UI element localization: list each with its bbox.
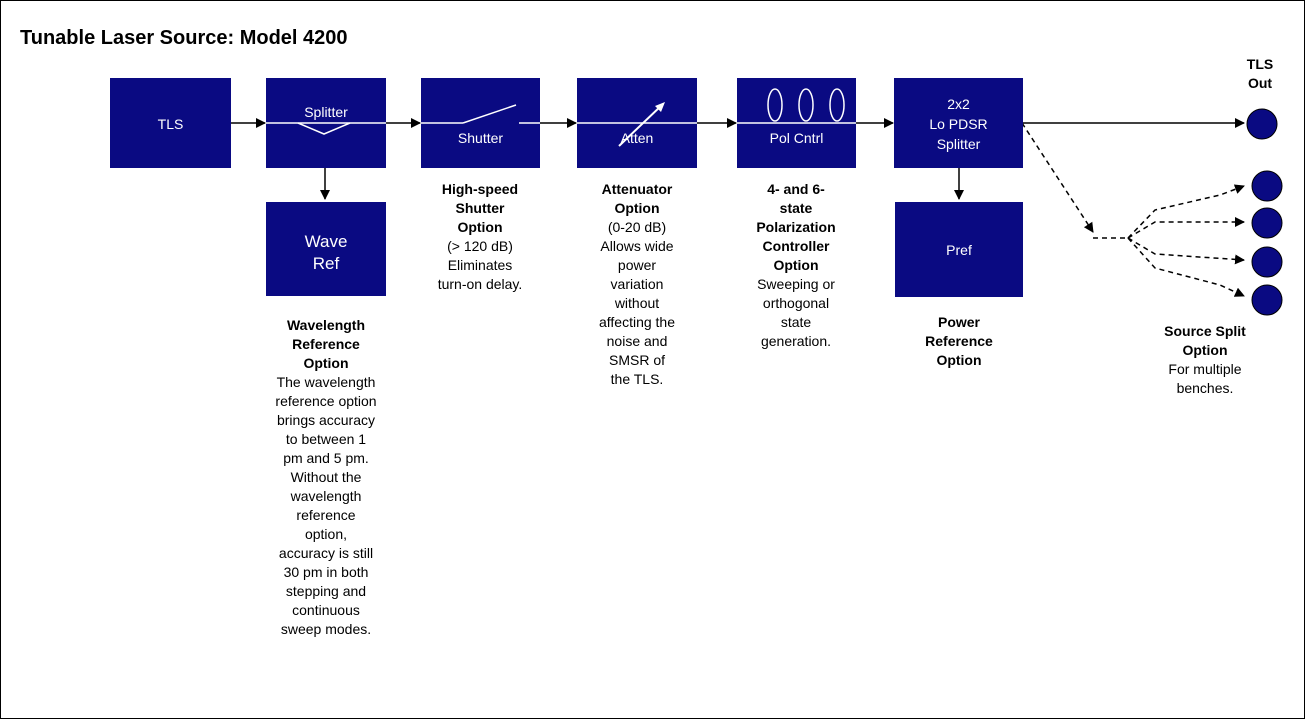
source-split-description: Source Split Option For multiple benches…	[1140, 322, 1270, 398]
dashed-split-branch-4	[1127, 237, 1245, 297]
desc-line: pm and 5 pm.	[283, 450, 369, 466]
desc-line: reference	[296, 507, 356, 523]
desc-heading: Option	[457, 219, 503, 235]
tls-out-port	[1246, 108, 1278, 140]
tls-block: TLS	[110, 78, 231, 168]
splitter-icon	[266, 122, 386, 135]
desc-line: noise and	[606, 333, 668, 349]
desc-line: Without the	[290, 469, 362, 485]
desc-heading: Reference	[925, 333, 993, 349]
dashed-split-branch-3	[1127, 237, 1245, 265]
split-out-port-3	[1251, 246, 1283, 278]
desc-line: 30 pm in both	[283, 564, 369, 580]
desc-line: continuous	[292, 602, 360, 618]
desc-heading: High-speed	[441, 181, 519, 197]
desc-heading: Reference	[292, 336, 360, 352]
pol-cntrl-block-label: Pol Cntrl	[769, 130, 824, 146]
wave-ref-line-2: Ref	[312, 254, 340, 273]
pol-cntrl-description: 4- and 6- state Polarization Controller …	[731, 180, 861, 351]
desc-line: turn-on delay.	[437, 276, 523, 292]
desc-heading: Controller	[762, 238, 830, 254]
desc-line: without	[614, 295, 660, 311]
desc-line: sweep modes.	[280, 621, 372, 637]
desc-heading: Source Split	[1164, 323, 1246, 339]
desc-line: option,	[304, 526, 348, 542]
tls-block-label: TLS	[157, 116, 184, 132]
splitter-block-label: Splitter	[304, 104, 348, 120]
dashed-split-branch-1	[1127, 184, 1245, 239]
desc-line: generation.	[760, 333, 832, 349]
splitter-block: Splitter	[266, 78, 386, 168]
desc-heading: 4- and 6-	[767, 181, 825, 197]
tls-out-line-2: Out	[1247, 75, 1273, 91]
desc-line: state	[780, 314, 812, 330]
dashed-split-branch-2	[1127, 217, 1245, 239]
desc-heading: Option	[614, 200, 660, 216]
shutter-block-label: Shutter	[457, 130, 504, 146]
desc-line: SMSR of	[608, 352, 665, 368]
shutter-block: Shutter	[421, 78, 540, 168]
shutter-description: High-speed Shutter Option (> 120 dB) Eli…	[415, 180, 545, 294]
desc-line: (0-20 dB)	[607, 219, 667, 235]
desc-line: affecting the	[598, 314, 676, 330]
atten-block: Atten	[577, 78, 697, 168]
desc-line: brings accuracy	[276, 412, 376, 428]
desc-line: variation	[610, 276, 664, 292]
desc-heading: Option	[773, 257, 819, 273]
desc-line: reference option	[275, 393, 377, 409]
desc-heading: Wavelength	[286, 317, 366, 333]
desc-heading: Shutter	[455, 200, 505, 216]
desc-line: Allows wide	[600, 238, 674, 254]
lo-pdsr-line-3: Splitter	[936, 136, 981, 152]
desc-line: Sweeping or	[757, 276, 835, 292]
pref-block-label: Pref	[946, 242, 972, 258]
lo-pdsr-line-1: 2x2	[947, 96, 970, 112]
desc-line: the TLS.	[610, 371, 664, 387]
lo-pdsr-splitter-block: 2x2 Lo PDSR Splitter	[894, 78, 1023, 168]
fiber-loops-icon	[737, 88, 856, 124]
wave-ref-line-1: Wave	[304, 232, 348, 251]
lo-pdsr-line-2: Lo PDSR	[929, 116, 988, 132]
atten-description: Attenuator Option (0-20 dB) Allows wide …	[572, 180, 702, 389]
atten-block-label: Atten	[620, 130, 654, 146]
desc-line: to between 1	[285, 431, 367, 447]
wave-ref-description: Wavelength Reference Option The waveleng…	[256, 316, 396, 639]
desc-heading: Power	[937, 314, 980, 330]
desc-line: orthogonal	[762, 295, 830, 311]
dashed-split-feed	[1021, 122, 1094, 233]
split-out-port-2	[1251, 207, 1283, 239]
wave-ref-block: Wave Ref	[266, 202, 386, 296]
desc-line: benches.	[1176, 380, 1234, 396]
desc-line: stepping and	[285, 583, 367, 599]
desc-heading: Polarization	[756, 219, 836, 235]
attenuator-icon	[577, 102, 697, 147]
power-ref-description: Power Reference Option	[894, 313, 1024, 370]
pol-cntrl-block: Pol Cntrl	[737, 78, 856, 168]
desc-heading: Option	[936, 352, 982, 368]
desc-line: power	[617, 257, 657, 273]
desc-line: For multiple	[1168, 361, 1242, 377]
desc-heading: Attenuator	[601, 181, 673, 197]
tls-out-line-1: TLS	[1246, 56, 1274, 72]
desc-heading: Option	[1182, 342, 1228, 358]
page-title: Tunable Laser Source: Model 4200	[20, 27, 348, 49]
desc-line: accuracy is still	[278, 545, 374, 561]
tls-out-label: TLS Out	[1225, 55, 1295, 93]
shutter-switch-icon	[421, 104, 540, 124]
split-out-port-4	[1251, 284, 1283, 316]
desc-line: The wavelength	[276, 374, 376, 390]
desc-heading: state	[779, 200, 813, 216]
desc-line: wavelength	[290, 488, 362, 504]
pref-block: Pref	[895, 202, 1023, 297]
desc-line: Eliminates	[447, 257, 513, 273]
split-out-port-1	[1251, 170, 1283, 202]
desc-line: (> 120 dB)	[447, 238, 513, 254]
desc-heading: Option	[303, 355, 349, 371]
